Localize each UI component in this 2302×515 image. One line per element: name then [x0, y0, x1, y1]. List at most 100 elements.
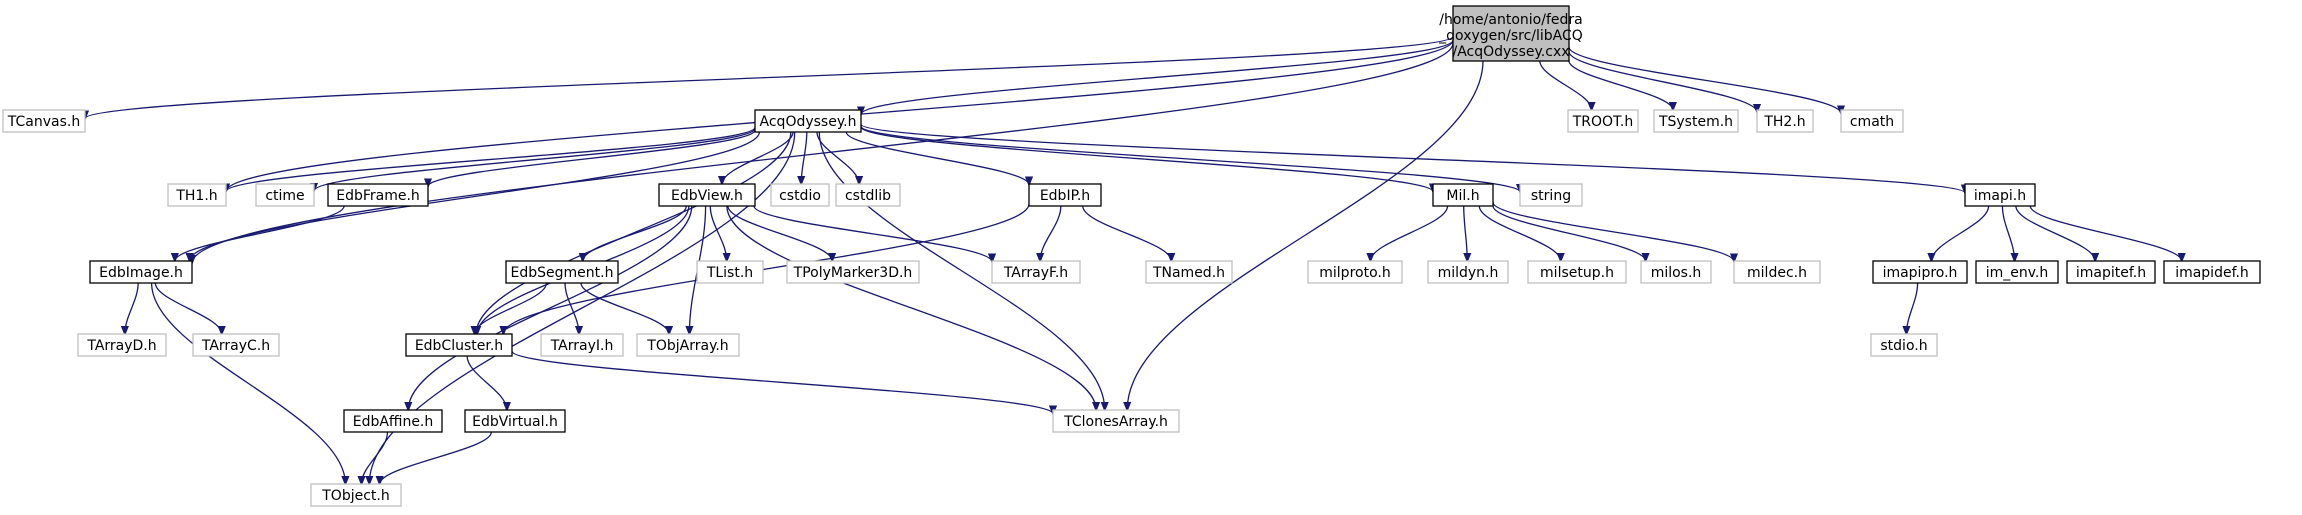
node-label: TCanvas.h — [7, 114, 80, 130]
node-milos: milos.h — [1640, 260, 1712, 284]
node-label: TH1.h — [175, 188, 217, 204]
node-edbframe[interactable]: EdbFrame.h — [327, 183, 429, 207]
edge-edbsegment-to-tobjarray — [580, 282, 669, 334]
node-label: TArrayC.h — [201, 338, 270, 354]
node-acqodyssey[interactable]: AcqOdyssey.h — [754, 109, 862, 133]
node-box — [1653, 109, 1739, 133]
edge-acqodyssey-to-tclonesarray — [818, 131, 1104, 410]
edge-mil-to-mildyn — [1464, 205, 1468, 261]
node-ctime: ctime — [255, 183, 315, 207]
node-box — [1145, 260, 1233, 284]
node-label: mildyn.h — [1438, 265, 1499, 281]
edge-root-to-acqodyssey — [861, 39, 1454, 114]
edge-root-to-tsystem — [1568, 60, 1673, 111]
edge-imapi-to-imapipro — [1931, 205, 1990, 261]
node-label: ctime — [265, 188, 304, 204]
node-box — [327, 183, 429, 207]
node-tpolymarker3d: TPolyMarker3D.h — [786, 260, 920, 284]
node-edbimage[interactable]: EdbImage.h — [89, 260, 193, 284]
node-box — [1964, 183, 2036, 207]
node-label: EdbView.h — [671, 188, 743, 204]
edge-mil-to-milproto — [1370, 205, 1449, 261]
node-label: TObject.h — [321, 488, 389, 504]
node-box — [1756, 109, 1814, 133]
node-label: TROOT.h — [1572, 114, 1634, 130]
node-label: cstdlib — [845, 188, 891, 204]
node-imapidef[interactable]: imapidef.h — [2163, 260, 2261, 284]
edge-root-to-tcanvas — [85, 35, 1454, 118]
edge-edbview-to-edbsegment — [583, 205, 687, 261]
edge-edbsegment-to-edbcluster — [475, 282, 548, 334]
edge-root-to-troot — [1539, 60, 1592, 111]
node-im_env[interactable]: im_env.h — [1975, 260, 2059, 284]
node-label: TH2.h — [1763, 114, 1805, 130]
edge-edbsegment-to-tarrayi — [564, 282, 579, 334]
node-box — [310, 483, 402, 507]
edge-imapi-to-im_env — [2001, 205, 2014, 261]
node-box — [1519, 183, 1583, 207]
edge-root-to-tclonesarray — [1127, 60, 1484, 411]
node-box — [1975, 260, 2059, 284]
node-imapipro[interactable]: imapipro.h — [1872, 260, 1968, 284]
node-box — [658, 183, 756, 207]
node-edbvirtual[interactable]: EdbVirtual.h — [464, 409, 566, 433]
edge-edbview-to-tpolymarker3d — [727, 205, 832, 261]
node-mil[interactable]: Mil.h — [1432, 183, 1494, 207]
edge-acqodyssey-to-edbframe — [428, 129, 756, 186]
edge-edbimage-to-tobject — [150, 282, 346, 484]
node-troot: TROOT.h — [1567, 109, 1639, 133]
node-tclonesarray: TClonesArray.h — [1052, 409, 1180, 433]
node-edbview[interactable]: EdbView.h — [658, 183, 756, 207]
node-box — [1733, 260, 1821, 284]
node-imapitef[interactable]: imapitef.h — [2066, 260, 2156, 284]
node-box — [89, 260, 193, 284]
node-label: milproto.h — [1319, 265, 1390, 281]
edge-acqodyssey-to-edbcluster — [476, 131, 792, 334]
node-label: milsetup.h — [1540, 265, 1614, 281]
node-mildyn: mildyn.h — [1427, 260, 1509, 284]
node-tarrayi: TArrayI.h — [540, 333, 624, 357]
node-box — [1052, 409, 1180, 433]
edge-acqodyssey-to-th1 — [226, 126, 756, 191]
node-label: EdbSegment.h — [511, 265, 614, 281]
node-label: TArrayF.h — [1003, 265, 1068, 281]
node-string: string — [1519, 183, 1583, 207]
edge-edbimage-to-tarrayc — [154, 282, 221, 334]
root-label-line-1: /home/antonio/fedra — [1439, 12, 1582, 28]
node-box — [1640, 260, 1712, 284]
node-box — [1872, 260, 1968, 284]
node-box — [255, 183, 315, 207]
edge-acqodyssey-to-cstdlib — [816, 131, 859, 184]
node-mildec: mildec.h — [1733, 260, 1821, 284]
node-tarrayf: TArrayF.h — [991, 260, 1081, 284]
edge-imapipro-to-stdio — [1906, 282, 1919, 334]
node-label: imapipro.h — [1883, 265, 1958, 281]
node-label: imapi.h — [1974, 188, 2026, 204]
edge-acqodyssey-to-string — [860, 125, 1520, 192]
node-root[interactable]: /home/antonio/fedra _doxygen/src/libACQ … — [1438, 5, 1583, 62]
node-edbip[interactable]: EdbIP.h — [1028, 183, 1102, 207]
node-box — [1567, 109, 1639, 133]
node-label: EdbImage.h — [99, 265, 183, 281]
node-box — [1427, 260, 1509, 284]
node-label: EdbVirtual.h — [472, 414, 558, 430]
node-label: AcqOdyssey.h — [760, 114, 857, 130]
node-tobject: TObject.h — [310, 483, 402, 507]
node-box — [540, 333, 624, 357]
node-box — [77, 333, 167, 357]
node-edbsegment[interactable]: EdbSegment.h — [505, 260, 619, 284]
node-box — [770, 183, 830, 207]
node-box — [464, 409, 566, 433]
edge-edbview-to-tarrayf — [753, 205, 992, 262]
node-box — [786, 260, 920, 284]
root-label-line-2: _doxygen/src/libACQ — [1438, 28, 1583, 44]
node-edbcluster[interactable]: EdbCluster.h — [405, 333, 513, 357]
node-label: EdbFrame.h — [336, 188, 420, 204]
node-tsystem: TSystem.h — [1653, 109, 1739, 133]
node-box — [343, 409, 443, 433]
edge-edbip-to-tnamed — [1082, 205, 1172, 261]
node-box — [1527, 260, 1627, 284]
node-imapi[interactable]: imapi.h — [1964, 183, 2036, 207]
node-edbaffine[interactable]: EdbAffine.h — [343, 409, 443, 433]
